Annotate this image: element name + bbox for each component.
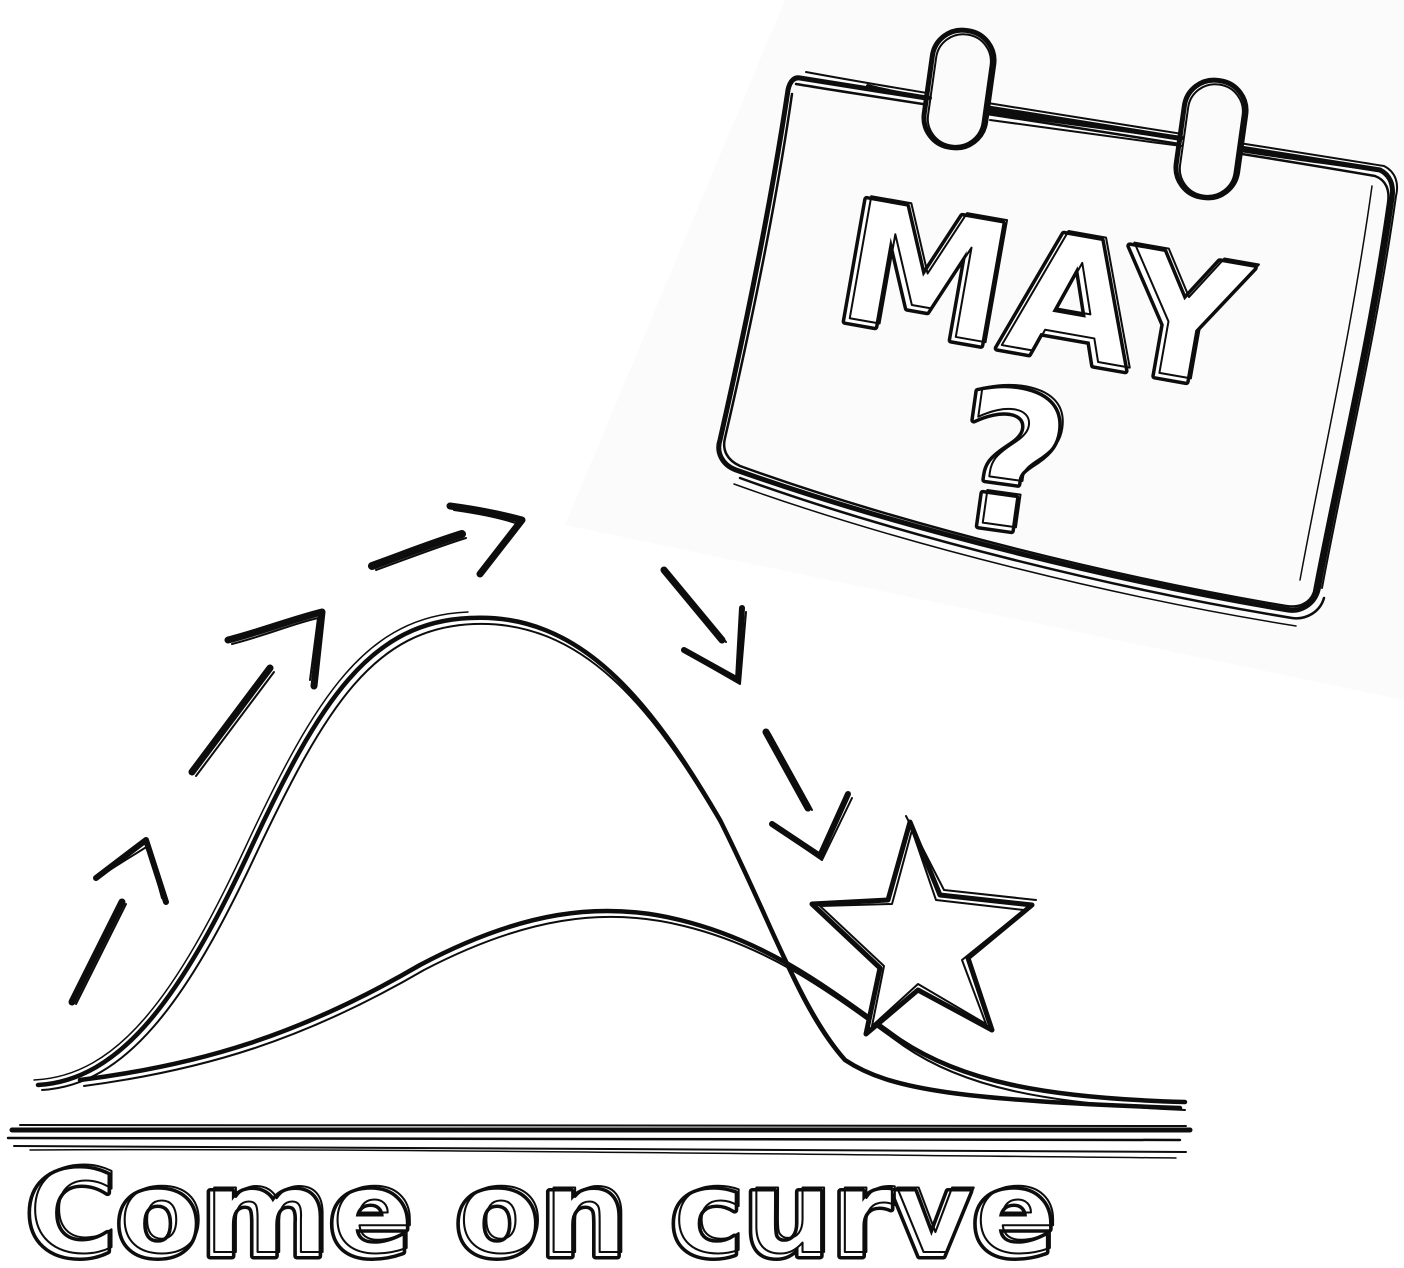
tall-bell-curve	[34, 612, 1180, 1108]
caption-text-outline: Come on curve	[29, 1142, 1059, 1268]
caption: Come on curve Come on curve	[25, 1142, 1059, 1268]
flat-bell-curve	[80, 911, 1185, 1110]
arrow-icon	[72, 506, 852, 1004]
